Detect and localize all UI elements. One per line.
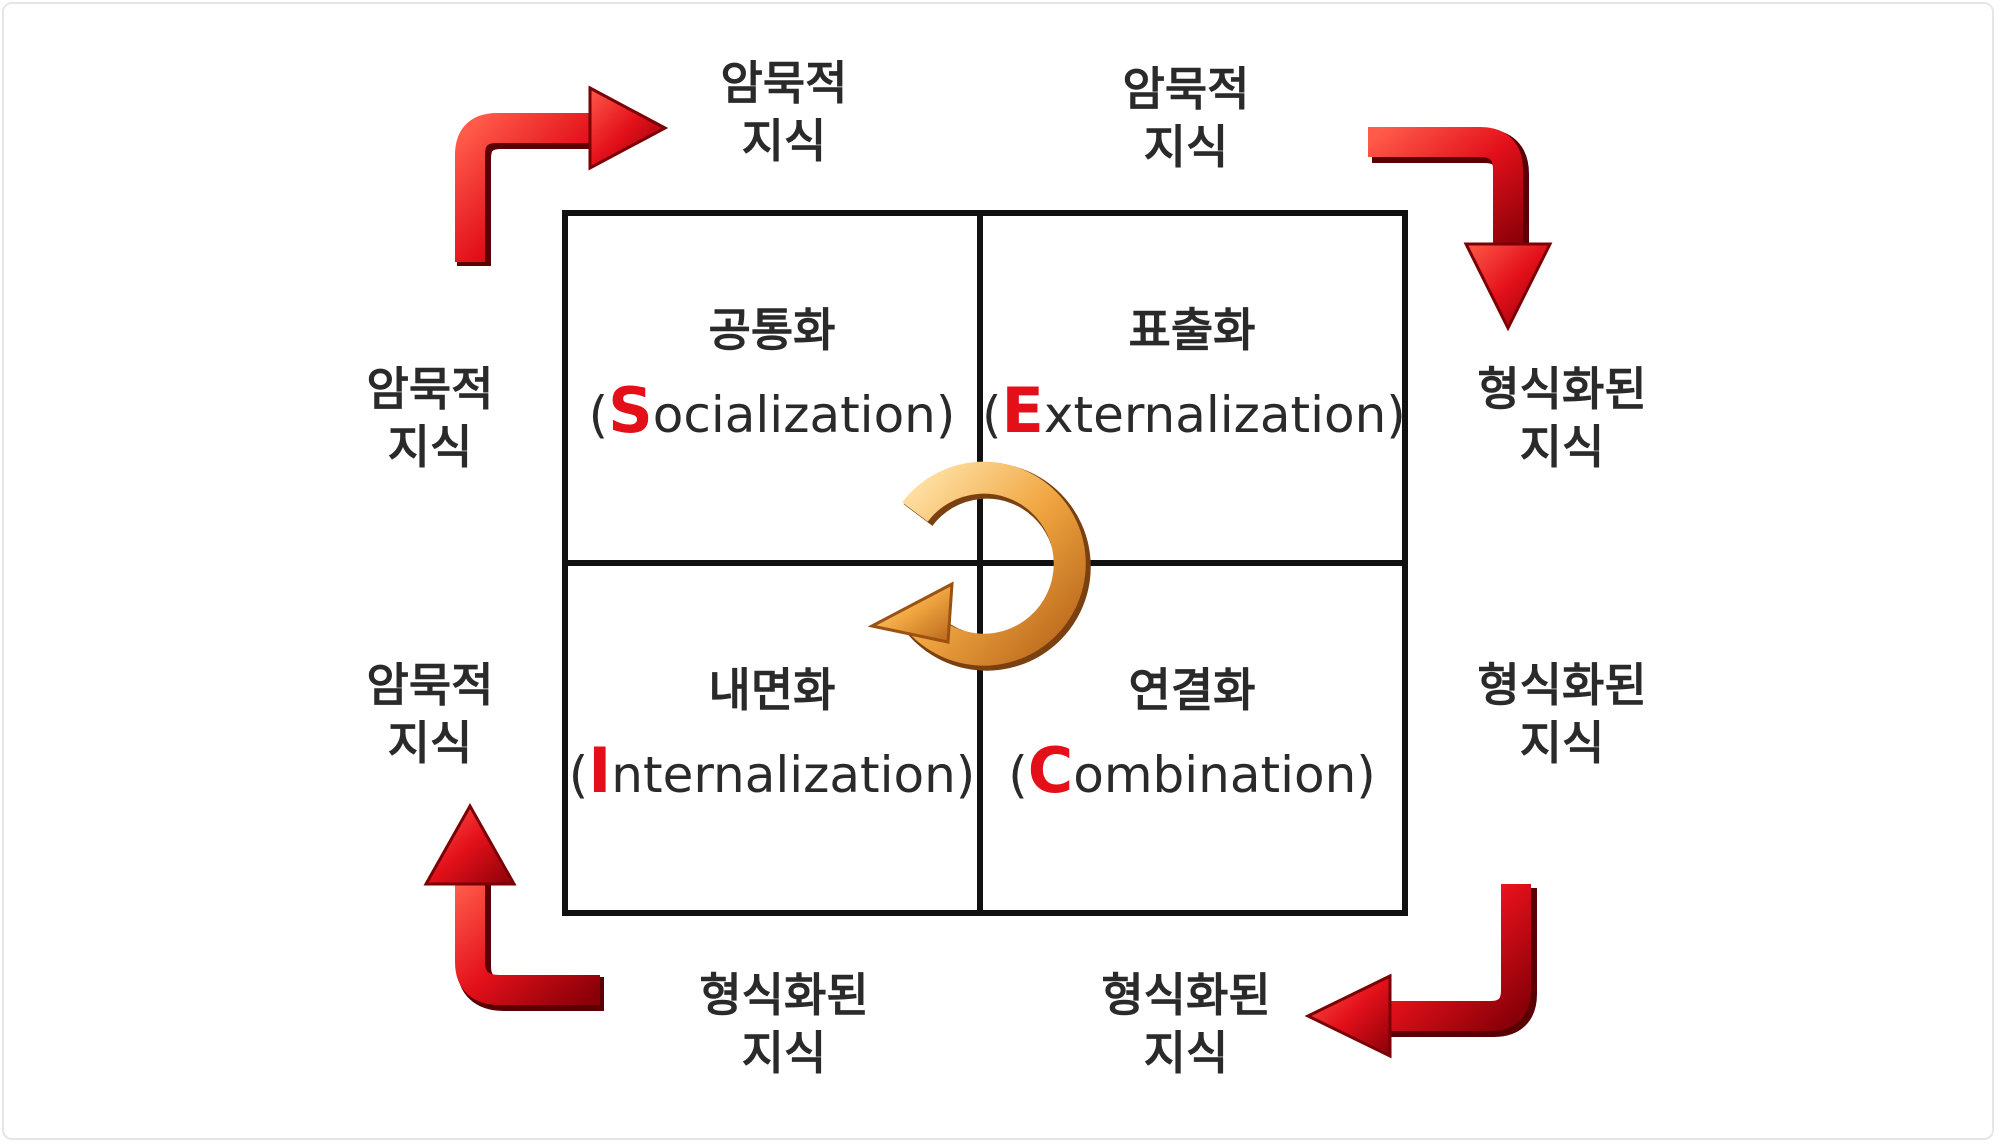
quadrant-title-ko: 공통화 (708, 303, 836, 357)
paren-open: ( (982, 386, 1002, 444)
paren-open: ( (568, 746, 589, 804)
label-line2: 지식 (1519, 716, 1605, 770)
label-left-upper: 암묵적 지식 (300, 360, 560, 476)
quadrant-title-ko: 표출화 (1128, 303, 1256, 357)
quadrant-title-ko: 내면화 (708, 663, 836, 717)
quadrant-internalization: 내면화 (Internalization) (562, 660, 982, 812)
grid-divider-horizontal (562, 560, 1408, 566)
initial-letter: C (1027, 734, 1074, 807)
label-line1: 암묵적 (720, 56, 848, 110)
label-line1: 암묵적 (366, 362, 494, 416)
label-line1: 형식화된 (1477, 362, 1647, 416)
label-line2: 지식 (387, 420, 473, 474)
label-line2: 지식 (1143, 120, 1229, 174)
label-top-left: 암묵적 지식 (654, 54, 914, 170)
quadrant-title-en: (Externalization) (982, 374, 1406, 452)
curved-red-arrow-icon (455, 85, 669, 266)
label-line1: 암묵적 (366, 658, 494, 712)
label-right-upper: 형식화된 지식 (1432, 360, 1692, 476)
term-rest: nternalization (611, 746, 956, 804)
quadrant-title-en: (Internalization) (562, 734, 982, 812)
paren-open: ( (588, 386, 609, 444)
paren-close: ) (1356, 746, 1376, 804)
label-line1: 형식화된 (1477, 658, 1647, 712)
label-line2: 지식 (741, 1026, 827, 1080)
initial-letter: S (608, 374, 653, 447)
label-left-lower: 암묵적 지식 (300, 656, 560, 772)
label-line2: 지식 (1519, 420, 1605, 474)
label-line2: 지식 (387, 716, 473, 770)
term-rest: ocialization (652, 386, 936, 444)
quadrant-title-en: (Combination) (982, 734, 1402, 812)
term-rest: ombination (1073, 746, 1357, 804)
quadrant-title-ko: 연결화 (1128, 663, 1256, 717)
term-rest: xternalization (1043, 386, 1387, 444)
paren-close: ) (935, 386, 956, 444)
curved-red-arrow-icon (1304, 884, 1537, 1059)
label-line1: 형식화된 (1101, 968, 1271, 1022)
quadrant-combination: 연결화 (Combination) (982, 660, 1402, 812)
label-line1: 암묵적 (1122, 62, 1250, 116)
paren-close: ) (1386, 386, 1406, 444)
initial-letter: E (1001, 374, 1044, 447)
quadrant-socialization: 공통화 (Socialization) (562, 300, 982, 452)
paren-open: ( (1008, 746, 1028, 804)
quadrant-title-en: (Socialization) (562, 374, 982, 452)
label-line1: 형식화된 (699, 968, 869, 1022)
label-line2: 지식 (741, 114, 827, 168)
label-line2: 지식 (1143, 1026, 1229, 1080)
paren-close: ) (955, 746, 976, 804)
label-top-right: 암묵적 지식 (1056, 60, 1316, 176)
label-bottom-right: 형식화된 지식 (1056, 966, 1316, 1082)
quadrant-externalization: 표출화 (Externalization) (982, 300, 1406, 452)
label-bottom-left: 형식화된 지식 (654, 966, 914, 1082)
cycle-arrow-icon (867, 461, 1091, 671)
label-right-lower: 형식화된 지식 (1432, 656, 1692, 772)
initial-letter: I (588, 734, 612, 807)
curved-red-arrow-icon (1368, 127, 1553, 332)
curved-red-arrow-icon (423, 802, 604, 1011)
